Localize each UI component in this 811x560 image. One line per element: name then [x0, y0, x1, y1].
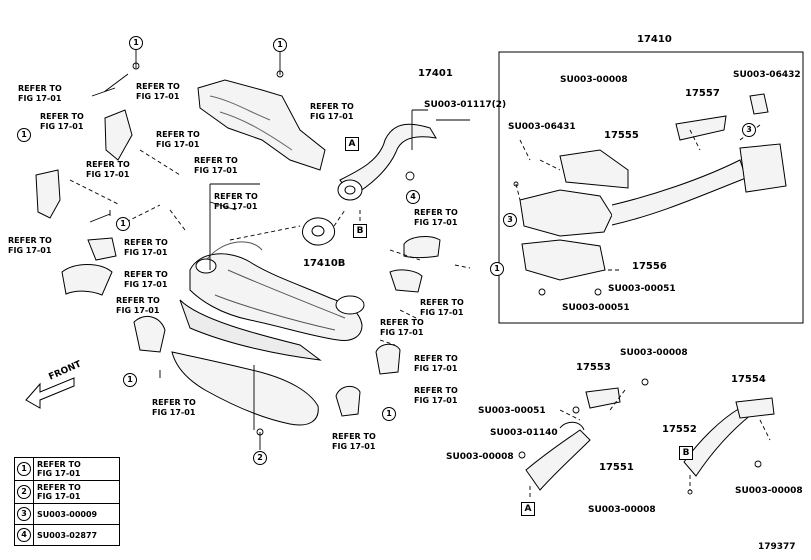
legend-text: REFER TO — [37, 483, 81, 492]
callout-1: 1 — [490, 262, 504, 276]
muffler-front — [739, 143, 787, 193]
callout-1: 1 — [17, 128, 31, 142]
legend-row: 4 SU003-02877 — [14, 524, 120, 546]
part-su003-01140: SU003-01140 — [490, 428, 558, 438]
callout-3: 3 — [503, 213, 517, 227]
reference-a: A — [345, 137, 359, 151]
left-shield-2 — [35, 169, 61, 219]
left-shield-5 — [133, 315, 166, 353]
catalytic-converter-17555 — [519, 189, 613, 237]
legend-text: SU003-02877 — [37, 530, 98, 540]
callout-1: 1 — [382, 407, 396, 421]
callout-1: 1 — [123, 373, 137, 387]
part-su003-00051: SU003-00051 — [562, 303, 630, 313]
part-su003-00008: SU003-00008 — [446, 452, 514, 462]
part-17554: 17554 — [731, 374, 766, 385]
reference-a: A — [521, 502, 535, 516]
callout-3: 3 — [742, 123, 756, 137]
gasket-17410b — [301, 217, 336, 246]
right-bracket-2 — [389, 269, 423, 293]
upper-converter — [559, 149, 629, 189]
left-shield-4 — [87, 237, 117, 261]
callout-1: 1 — [129, 36, 143, 50]
legend-key: 1 — [17, 462, 31, 476]
pipe-17551 — [525, 429, 591, 491]
lower-converter-17556 — [521, 239, 606, 281]
part-17555: 17555 — [604, 130, 639, 141]
bracket-17554 — [735, 397, 775, 419]
part-su003-00008: SU003-00008 — [620, 348, 688, 358]
part-17552: 17552 — [662, 424, 697, 435]
reference-b: B — [353, 224, 367, 238]
front-pipe — [339, 123, 437, 197]
exhaust-manifold — [189, 253, 363, 341]
group-17410-frame — [498, 51, 804, 324]
part-17557: 17557 — [685, 88, 720, 99]
legend-text: REFER TO — [37, 460, 81, 469]
legend-text: FIG 17-01 — [37, 469, 81, 478]
group-17410: 17410 — [637, 34, 672, 45]
legend-key: 2 — [17, 485, 31, 499]
callout-2: 2 — [253, 451, 267, 465]
lower-heat-shield — [171, 351, 319, 426]
part-su003-00051: SU003-00051 — [608, 284, 676, 294]
shield-17557 — [675, 115, 727, 141]
callout-4: 4 — [406, 190, 420, 204]
legend-text: SU003-00009 — [37, 509, 98, 519]
part-su003-00008: SU003-00008 — [735, 486, 803, 496]
right-bracket-3 — [375, 343, 401, 375]
left-shield-1 — [104, 109, 133, 161]
part-su003-06431: SU003-06431 — [508, 122, 576, 132]
part-su003-01117: SU003-01117(2) — [424, 100, 507, 110]
part-su003-00008: SU003-00008 — [560, 75, 628, 85]
bracket-17553 — [585, 387, 621, 409]
legend-row: 3 SU003-00009 — [14, 503, 120, 525]
right-bracket-4 — [335, 386, 361, 417]
part-17551: 17551 — [599, 462, 634, 473]
legend-key: 3 — [17, 507, 31, 521]
part-17553: 17553 — [576, 362, 611, 373]
reference-b: B — [679, 446, 693, 460]
diagram-id: 179377 — [758, 542, 796, 552]
legend-text: FIG 17-01 — [37, 492, 81, 501]
part-su003-00008: SU003-00008 — [588, 505, 656, 515]
part-su003-00051: SU003-00051 — [478, 406, 546, 416]
right-bracket-1 — [403, 236, 441, 258]
callout-1: 1 — [273, 38, 287, 52]
part-su003-06432: SU003-06432 — [733, 70, 801, 80]
front-arrow — [25, 377, 75, 409]
part-17401: 17401 — [418, 68, 453, 79]
callout-1: 1 — [116, 217, 130, 231]
legend-key: 4 — [17, 528, 31, 542]
part-17556: 17556 — [632, 261, 667, 272]
part-17410b: 17410B — [303, 258, 346, 269]
left-shield-3 — [61, 264, 113, 296]
